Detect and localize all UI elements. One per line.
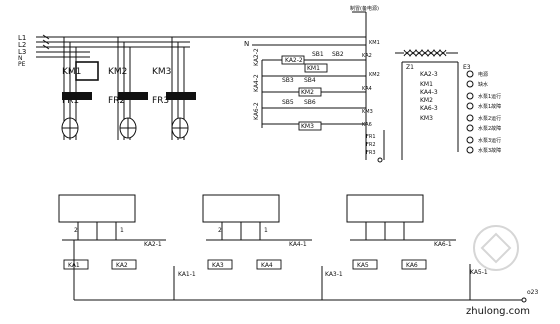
coil-label: KA2 — [116, 262, 128, 269]
relay-contact-label: KA2-1 — [144, 241, 162, 248]
transformer-label: Z1 — [406, 64, 414, 71]
relay-label: KA2-2 — [253, 48, 260, 66]
contactor-label: KM3 — [152, 67, 171, 77]
coil-label: KM3 — [301, 123, 314, 130]
overload-label: FR3 — [152, 96, 169, 106]
relay-label: KA4-2 — [253, 74, 260, 92]
aux-label: KA5-1 — [470, 269, 488, 276]
right-relay-label: KM2 — [420, 97, 433, 104]
contact-label: KA4 — [362, 86, 372, 92]
legend-item: 水泵3运行 — [478, 137, 501, 144]
button-label: SB4 — [304, 77, 316, 84]
legend-item: 缺水 — [478, 81, 488, 88]
relay-label: KA6-2 — [253, 102, 260, 120]
coil-label: KA4 — [261, 262, 273, 269]
transformer-label: E3 — [463, 64, 471, 71]
terminal-number: 1 — [264, 227, 268, 234]
overload-label: FR2 — [108, 96, 125, 106]
supply-bus: L1 L2 L3 N PE — [18, 34, 366, 68]
coil-label: KA5 — [357, 262, 369, 269]
end-label: o23 — [527, 289, 538, 296]
terminal-number: 2 — [74, 227, 78, 234]
right-relay-label: KA4-3 — [420, 89, 438, 96]
coil-label: KM1 — [307, 65, 320, 72]
watermark-logo: zhulong.com — [466, 225, 530, 317]
motor-branch-2: KM2 FR2 — [108, 37, 148, 140]
lower-unit-2: 2 1 KA4-1 KA3 KA4 KA3-1 — [202, 194, 343, 278]
contact-label: FR2 — [366, 142, 376, 148]
phase-label: N — [18, 55, 23, 62]
coil-label: KA6 — [406, 262, 418, 269]
right-relay-label: KM3 — [420, 115, 433, 122]
coil-label: KM2 — [301, 89, 314, 96]
button-label: SB2 — [332, 51, 344, 58]
lower-unit-3: KA6-1 KA5 KA6 KA5-1 — [346, 194, 488, 276]
lower-bus: o23 — [73, 240, 538, 303]
phase-label: L3 — [18, 48, 26, 56]
contactor-label: KM2 — [108, 67, 127, 77]
phase-label: PE — [18, 61, 26, 68]
watermark-text: zhulong.com — [466, 306, 530, 317]
neutral-label: N — [244, 40, 249, 48]
aux-label: KA1-1 — [178, 271, 196, 278]
coil-label: KA3 — [212, 262, 224, 269]
contact-label: FR3 — [366, 150, 376, 156]
motor-branch-1: KM1 FR1 — [61, 37, 99, 140]
button-label: SB1 — [312, 51, 324, 58]
right-relay-label: KM1 — [420, 81, 433, 88]
button-label: SB5 — [282, 99, 294, 106]
overload-label: FR1 — [62, 96, 79, 106]
legend-item: 水泵3故障 — [478, 147, 501, 154]
contact-label: KA6 — [362, 122, 372, 128]
legend-item: 水泵1故障 — [478, 103, 501, 110]
relay-contact-label: KA6-1 — [434, 241, 452, 248]
relay-tag: KA2-2 — [285, 57, 303, 64]
legend-item: 水泵2运行 — [478, 115, 501, 122]
right-relay-label: KA2-3 — [420, 71, 438, 78]
terminal-number: 2 — [218, 227, 222, 234]
phase-label: L1 — [18, 34, 26, 42]
terminal-number: 1 — [120, 227, 124, 234]
contact-label: KM3 — [362, 109, 373, 115]
lower-unit-1: 2 1 KA2-1 KA1 KA2 KA1-1 — [58, 194, 196, 278]
aux-label: KA3-1 — [325, 271, 343, 278]
contactor-label: KM1 — [62, 67, 81, 77]
relay-contact-label: KA4-1 — [289, 241, 307, 248]
contact-label: KM1 — [369, 40, 380, 46]
button-label: SB3 — [282, 77, 294, 84]
contact-label: FR1 — [366, 134, 376, 140]
contact-label: KA2 — [362, 53, 372, 59]
right-relay-label: KA6-3 — [420, 105, 438, 112]
legend-item: 电源 — [478, 71, 488, 78]
top-note: 制冒(备电源) — [350, 5, 379, 12]
control-circuit: 制冒(备电源) N KA2-2 KA4-2 KA6-2 KA2-2 SB1 SB… — [244, 5, 501, 163]
contact-label: KM2 — [369, 72, 380, 78]
legend-item: 水泵2故障 — [478, 125, 501, 132]
phase-label: L2 — [18, 41, 26, 49]
legend-item: 水泵1运行 — [478, 93, 501, 100]
motor-branch-3: KM3 FR3 — [152, 37, 196, 140]
button-label: SB6 — [304, 99, 316, 106]
